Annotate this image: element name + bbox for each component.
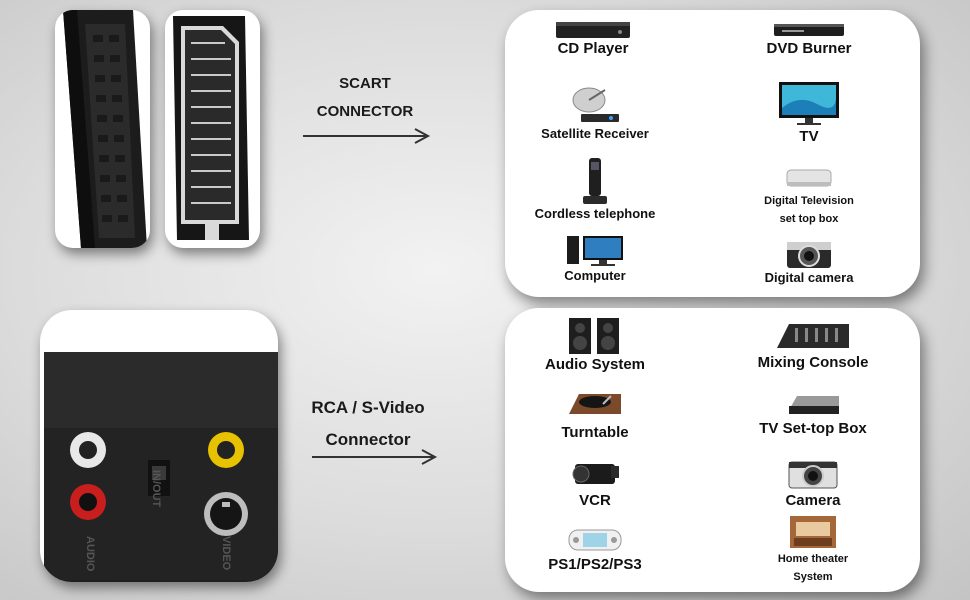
turntable-icon [569, 394, 621, 414]
digital-camera-icon [787, 242, 831, 268]
handheld-console-icon [568, 529, 622, 551]
device-label: Camera [785, 492, 841, 509]
mixing-console-icon [777, 324, 849, 348]
home-theater-icon [790, 516, 836, 548]
tv-set-top-box-icon [789, 396, 839, 414]
device-cordless-telephone: Cordless telephone [495, 156, 695, 221]
device-label-line2: System [793, 571, 833, 583]
device-label: Digital camera [764, 270, 854, 285]
device-label: Cordless telephone [534, 206, 656, 221]
rca-svideo-adapter-photo: IN/OUT AUDIO VIDEO [40, 310, 278, 582]
rca-label-line2: Connector [325, 430, 411, 449]
device-dvd-burner: DVD Burner [709, 18, 909, 57]
device-label: CD Player [557, 40, 629, 57]
scart-connector-front-photo [165, 10, 260, 248]
scart-devices-panel: CD Player DVD Burner Satellite Receiver … [505, 10, 920, 297]
scart-label-line2: CONNECTOR [316, 103, 414, 120]
scart-label-line1: SCART [339, 75, 391, 92]
audio-port-label: AUDIO [84, 536, 96, 572]
device-label: TV Set-top Box [759, 420, 867, 437]
device-label-line2: set top box [779, 213, 839, 225]
device-label: Turntable [561, 424, 629, 441]
device-label: Audio System [544, 356, 646, 373]
scart-side-icon [63, 10, 147, 248]
computer-icon [567, 236, 623, 266]
device-computer: Computer [495, 232, 695, 283]
device-label: Digital Television [764, 195, 854, 207]
device-label: VCR [579, 492, 611, 509]
device-camera: Camera [713, 454, 913, 509]
device-vcr: VCR [495, 454, 695, 509]
scart-connector-side-photo [55, 10, 150, 248]
camcorder-icon [572, 464, 619, 484]
scart-arrow-icon [303, 128, 431, 144]
device-label: TV [799, 128, 819, 145]
device-ps1-ps2-ps3: PS1/PS2/PS3 [495, 524, 695, 573]
device-turntable: Turntable [495, 384, 695, 441]
device-label: Computer [564, 268, 626, 283]
rca-label-line1: RCA / S-Video [311, 398, 425, 417]
dvd-burner-icon [774, 24, 844, 36]
video-port-label: VIDEO [220, 536, 232, 571]
device-label: Mixing Console [757, 354, 869, 371]
device-cd-player: CD Player [493, 18, 693, 57]
rca-svideo-connector-label: RCA / S-Video Connector [298, 392, 438, 456]
speakers-icon [569, 318, 619, 354]
in-out-switch-label: IN/OUT [150, 470, 162, 508]
satellite-receiver-icon [572, 87, 619, 122]
cordless-phone-icon [583, 158, 607, 204]
device-tv-set-top-box: TV Set-top Box [713, 388, 913, 437]
tv-icon [779, 82, 839, 125]
device-digital-camera: Digital camera [709, 236, 909, 285]
camera-icon [788, 461, 838, 489]
device-label: Home theater [777, 553, 849, 565]
rca-devices-panel: Audio System Mixing Console Turntable TV… [505, 308, 920, 592]
device-tv: TV [709, 80, 909, 145]
device-audio-system: Audio System [495, 316, 695, 373]
device-mixing-console: Mixing Console [713, 318, 913, 371]
device-home-theater-system: Home theater System [713, 514, 913, 586]
device-label: Satellite Receiver [541, 126, 649, 141]
scart-front-icon [173, 16, 249, 240]
scart-connector-label: SCART CONNECTOR [300, 70, 430, 126]
cd-player-icon [556, 22, 630, 38]
device-digital-tv-set-top-box: Digital Television set top box [709, 166, 909, 228]
device-satellite-receiver: Satellite Receiver [495, 82, 695, 141]
device-label: DVD Burner [766, 40, 852, 57]
rca-arrow-icon [312, 449, 438, 465]
device-label: PS1/PS2/PS3 [548, 556, 642, 573]
rca-adapter-icon [44, 352, 278, 582]
set-top-box-icon [786, 169, 832, 187]
